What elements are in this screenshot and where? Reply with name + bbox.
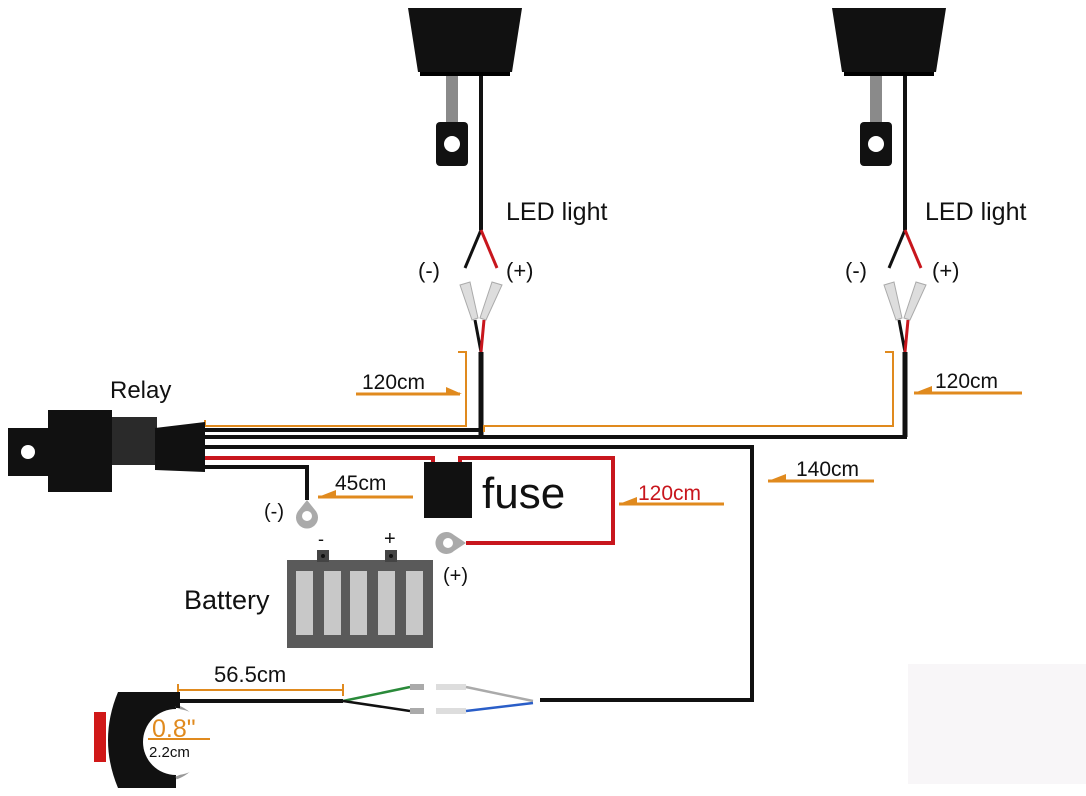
dim-left-light-lead: 120cm <box>356 371 462 396</box>
battery-label: Battery <box>184 585 270 615</box>
relay-label: Relay <box>110 377 171 404</box>
harness-wires <box>205 428 907 702</box>
dim-ground-lead: 45cm <box>318 472 413 499</box>
dim-fuse-lead-text: 120cm <box>638 482 701 505</box>
switch-hole-inch: 0.8" <box>152 715 196 743</box>
battery-positive-terminal: + <box>384 528 396 550</box>
switch-cable <box>178 684 534 714</box>
dim-right-light-lead-text: 120cm <box>935 370 998 393</box>
dim-switch-lead-text: 140cm <box>796 458 859 481</box>
left-led-negative-label: (-) <box>418 258 440 283</box>
led-light-right <box>832 8 946 437</box>
dim-right-light-lead: 120cm <box>914 370 1022 395</box>
dim-fuse-lead: 120cm <box>619 482 724 506</box>
right-led-positive-label: (+) <box>932 258 960 283</box>
rocker-switch <box>94 692 210 788</box>
led-light-left <box>408 8 522 437</box>
dim-switch-cable-text: 56.5cm <box>214 662 286 687</box>
ring-positive-label: (+) <box>443 565 468 587</box>
ring-terminal-positive <box>435 532 466 555</box>
ring-negative-label: (-) <box>264 501 284 523</box>
led-light-right-label: LED light <box>925 198 1026 226</box>
dim-left-light-lead-text: 120cm <box>362 371 425 394</box>
left-led-positive-label: (+) <box>506 258 534 283</box>
battery <box>287 550 433 648</box>
right-led-negative-label: (-) <box>845 258 867 283</box>
dim-switch-lead: 140cm <box>768 458 874 483</box>
led-light-left-label: LED light <box>506 198 607 226</box>
ring-terminal-negative <box>296 500 318 529</box>
battery-negative-terminal: - <box>318 529 324 549</box>
fuse-holder <box>424 462 472 518</box>
switch-hole-cm: 2.2cm <box>149 744 190 761</box>
corner-patch <box>908 664 1086 784</box>
dimension-guides <box>177 351 894 696</box>
dim-ground-lead-text: 45cm <box>335 472 386 495</box>
fuse-label: fuse <box>482 469 565 518</box>
relay <box>8 410 205 492</box>
